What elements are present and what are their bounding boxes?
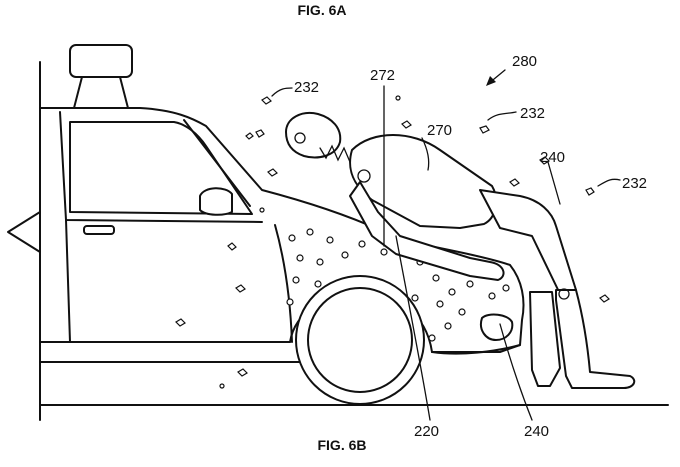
adhesive-dot bbox=[444, 322, 452, 330]
adhesive-dot bbox=[286, 298, 294, 306]
adhesive-dot bbox=[436, 300, 444, 308]
door-rear-edge bbox=[274, 224, 293, 343]
side-mirror bbox=[199, 187, 233, 216]
front-wheel bbox=[295, 275, 425, 405]
door-handle bbox=[83, 225, 115, 235]
arrow-icon bbox=[486, 69, 506, 86]
leader-232c bbox=[597, 178, 621, 187]
fragment bbox=[267, 168, 278, 177]
adhesive-dot bbox=[428, 334, 436, 342]
label-232-right: 232 bbox=[622, 175, 647, 192]
leader-240-top bbox=[547, 161, 561, 205]
adhesive-dot bbox=[411, 294, 419, 302]
adhesive-dot bbox=[296, 254, 304, 262]
leader-lines bbox=[271, 85, 621, 421]
label-240-upper: 240 bbox=[540, 149, 565, 166]
leader-270 bbox=[421, 137, 430, 171]
adhesive-dot bbox=[358, 240, 366, 248]
fragment bbox=[237, 368, 248, 377]
head-joint bbox=[294, 132, 306, 144]
label-272: 272 bbox=[370, 67, 395, 84]
knee-joint bbox=[558, 288, 570, 300]
leader-220 bbox=[395, 235, 431, 421]
fragment bbox=[261, 96, 272, 105]
label-232-middle: 232 bbox=[520, 105, 545, 122]
adhesive-dot bbox=[432, 274, 440, 282]
fragment bbox=[585, 187, 595, 196]
headlight bbox=[480, 313, 514, 341]
adhesive-dot bbox=[502, 284, 510, 292]
label-270: 270 bbox=[427, 122, 452, 139]
pedestrian-thigh bbox=[479, 189, 577, 299]
break-mark bbox=[7, 211, 41, 253]
vehicle bbox=[7, 44, 525, 421]
fragment bbox=[219, 383, 225, 389]
fragment bbox=[599, 294, 610, 303]
sensor-mount bbox=[73, 76, 129, 109]
label-280: 280 bbox=[512, 53, 537, 70]
fragment bbox=[245, 132, 254, 140]
figure-title-bottom: FIG. 6B bbox=[317, 437, 366, 453]
fragment bbox=[235, 284, 246, 293]
fragment bbox=[227, 242, 237, 251]
pedestrian-rear-leg bbox=[529, 291, 561, 387]
shoulder-joint bbox=[357, 169, 371, 183]
adhesive-dot bbox=[316, 258, 324, 266]
bumper-edge bbox=[431, 344, 521, 355]
adhesive-dot bbox=[306, 228, 314, 236]
adhesive-dot bbox=[292, 276, 300, 284]
adhesive-dot bbox=[458, 308, 466, 316]
pedestrian bbox=[285, 112, 636, 389]
adhesive-dot bbox=[341, 251, 349, 259]
leader-240 bbox=[499, 323, 533, 421]
adhesive-dot bbox=[288, 234, 296, 242]
adhesive-dot bbox=[326, 236, 334, 244]
leader-232a bbox=[271, 87, 293, 97]
adhesive-dot bbox=[314, 280, 322, 288]
label-240-lower: 240 bbox=[524, 423, 549, 440]
label-232-left: 232 bbox=[294, 79, 319, 96]
adhesive-pattern bbox=[286, 228, 510, 342]
adhesive-dot bbox=[380, 248, 388, 256]
fragment bbox=[401, 120, 412, 129]
adhesive-dot bbox=[488, 292, 496, 300]
pedestrian-arm bbox=[349, 181, 505, 281]
adhesive-dot bbox=[448, 288, 456, 296]
fragment bbox=[175, 318, 186, 327]
roof-sensor bbox=[69, 44, 133, 78]
fragment bbox=[479, 125, 490, 134]
fragment bbox=[539, 156, 550, 165]
fragment bbox=[255, 129, 265, 138]
pedestrian-head bbox=[285, 112, 342, 159]
pedestrian-lower-leg bbox=[555, 289, 636, 389]
fragment bbox=[395, 95, 401, 101]
adhesive-dot bbox=[466, 280, 474, 288]
fragment bbox=[509, 178, 520, 187]
front-rim bbox=[307, 287, 413, 393]
leader-232b bbox=[487, 111, 517, 121]
figure-title-top: FIG. 6A bbox=[297, 2, 346, 18]
arrow-head bbox=[486, 76, 496, 86]
fragments bbox=[175, 95, 610, 389]
fragment bbox=[259, 207, 265, 213]
label-220: 220 bbox=[414, 423, 439, 440]
a-pillar bbox=[183, 119, 251, 207]
door-front-edge bbox=[65, 219, 71, 343]
